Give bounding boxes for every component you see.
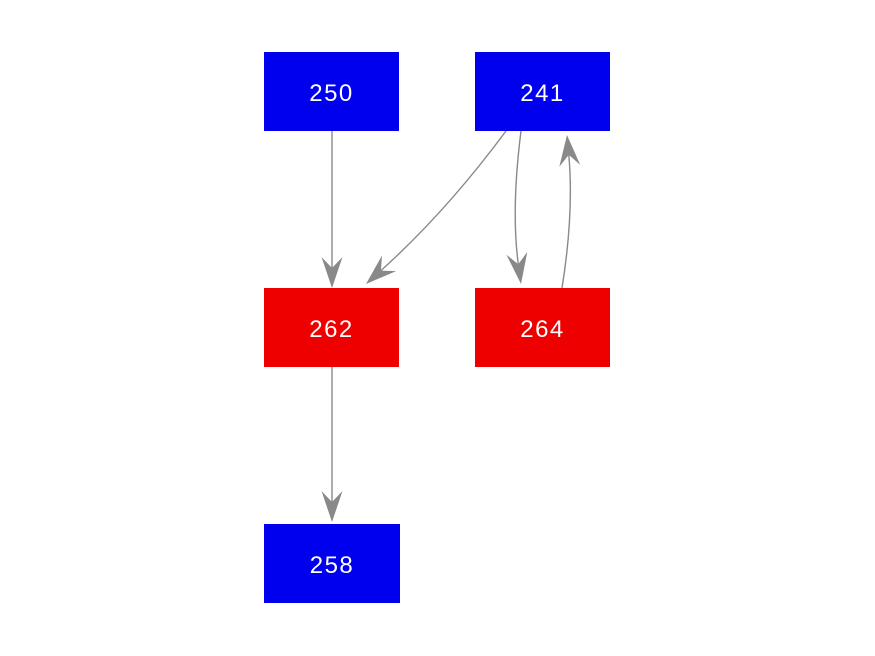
edge-241-262	[380, 130, 507, 272]
graph-node-258[interactable]: 258	[264, 524, 400, 603]
node-label-258: 258	[309, 551, 355, 579]
arrowhead-241-262	[366, 255, 397, 284]
graph-node-264[interactable]: 264	[475, 288, 610, 367]
edge-264-241	[561, 154, 572, 289]
arrowhead-250-262	[321, 257, 343, 288]
node-label-264: 264	[520, 315, 565, 343]
graph-node-241[interactable]: 241	[475, 52, 610, 131]
node-label-250: 250	[309, 79, 354, 107]
arrowhead-264-241	[559, 135, 581, 167]
arrowhead-262-258	[321, 491, 343, 522]
arrowhead-241-264	[506, 251, 528, 284]
edge-241-264	[514, 130, 522, 265]
node-label-241: 241	[520, 79, 565, 107]
graph-node-250[interactable]: 250	[264, 52, 399, 131]
graph-node-262[interactable]: 262	[264, 288, 399, 367]
node-label-262: 262	[309, 315, 354, 343]
